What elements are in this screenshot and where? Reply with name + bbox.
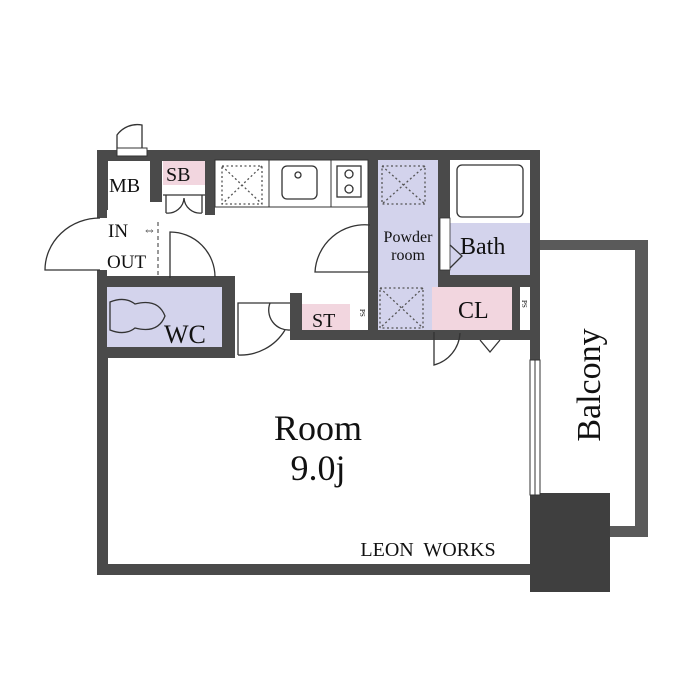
pillar xyxy=(530,493,610,592)
balcony-label: Balcony xyxy=(571,328,608,441)
in-label: IN xyxy=(108,221,128,242)
powder-room xyxy=(378,160,438,330)
out-label: OUT xyxy=(107,252,146,273)
balcony: Balcony xyxy=(540,240,648,537)
bathtub-area xyxy=(450,160,530,223)
entrance: IN OUT ⇔ xyxy=(44,123,216,278)
toilet-icon xyxy=(109,298,166,334)
mb-label: MB xyxy=(109,175,140,197)
cl-door xyxy=(433,332,501,366)
bathtub-icon xyxy=(456,164,524,218)
room-size-label: 9.0j xyxy=(290,448,345,488)
brand-label: LEON WORKS xyxy=(360,539,495,561)
wc-door xyxy=(237,302,290,356)
step-arrow-icon: ⇔ xyxy=(143,222,156,237)
ps-right-label: PS xyxy=(520,300,528,308)
powder-label-2: room xyxy=(391,247,425,264)
cl-label: CL xyxy=(458,298,489,324)
bath xyxy=(450,223,530,275)
cl xyxy=(432,287,512,330)
stove-icon xyxy=(336,165,362,198)
bath-label: Bath xyxy=(460,234,505,260)
sink-icon xyxy=(281,165,318,200)
kitchen xyxy=(214,159,371,273)
sb-area xyxy=(163,161,205,185)
wc-label: WC xyxy=(164,320,206,349)
sb-door xyxy=(163,194,205,214)
powder-label-1: Powder xyxy=(384,229,434,246)
sb-label: SB xyxy=(166,164,190,186)
st-label: ST xyxy=(312,310,335,332)
room-name-label: Room xyxy=(274,408,362,448)
ps-left-label: PS xyxy=(358,309,366,317)
st xyxy=(302,304,350,330)
mb-area xyxy=(108,161,150,201)
